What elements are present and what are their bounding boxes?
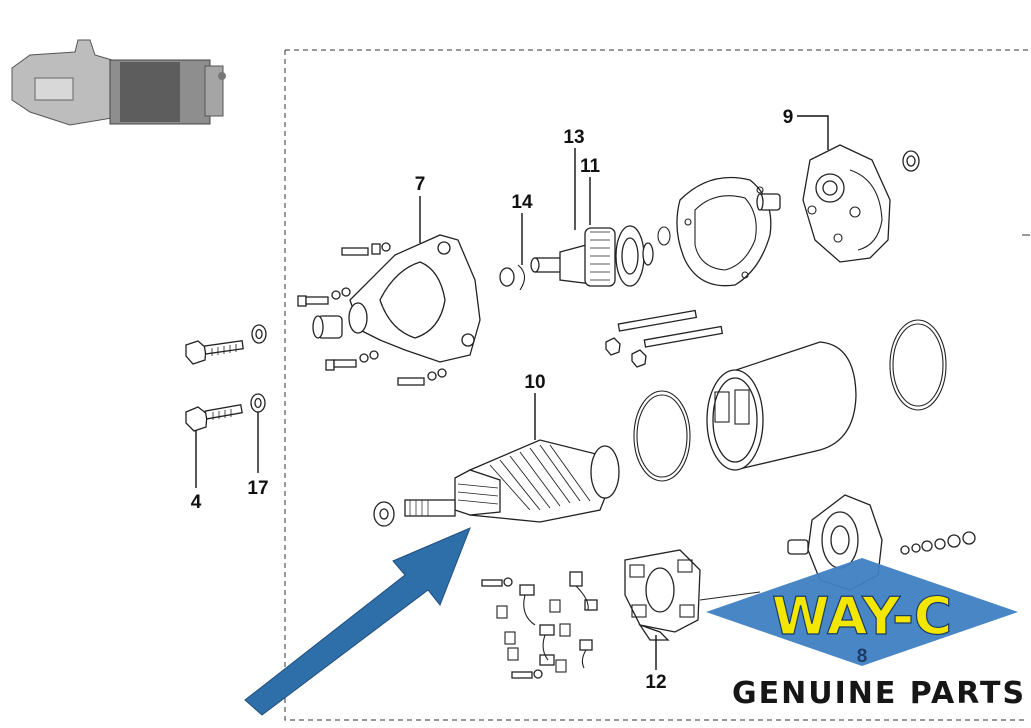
washer-upper — [251, 324, 267, 344]
callout-7: 7 — [415, 174, 426, 195]
pinion-clutch — [530, 225, 671, 287]
callout-17: 17 — [247, 478, 268, 499]
logo-wordmark: WAY-C — [772, 587, 952, 647]
gear-housing — [802, 144, 891, 263]
o-ring-left — [633, 390, 691, 482]
bolt-upper — [185, 340, 244, 365]
callout-9: 9 — [783, 107, 794, 128]
intermediate-plate — [676, 176, 781, 287]
armature — [373, 439, 620, 527]
brush-holder — [624, 549, 761, 641]
callout-10: 10 — [524, 372, 545, 393]
washer-lower — [250, 393, 266, 413]
brushes-springs — [481, 571, 598, 679]
end-nuts-washers — [900, 531, 976, 555]
callout-11: 11 — [580, 156, 601, 177]
through-bolts — [605, 309, 724, 368]
o-ring-right — [889, 319, 947, 411]
starter-motor-thumbnail — [11, 39, 226, 126]
callout-12: 12 — [645, 672, 666, 693]
housing-screws — [297, 242, 447, 386]
arrow-icon — [244, 527, 471, 716]
callout-13: 13 — [563, 127, 584, 148]
yoke-field-frame — [706, 341, 857, 471]
seal-ring — [902, 150, 920, 172]
bolt-lower — [185, 404, 243, 432]
drive-end-housing — [312, 234, 481, 363]
callout-8: 8 — [857, 646, 868, 667]
logo-tagline: GENUINE PARTS — [732, 676, 1027, 711]
brand-logo: WAY-C — [706, 558, 1018, 666]
snap-ring — [499, 264, 526, 291]
callout-14: 14 — [511, 192, 533, 213]
diagram-frame — [284, 49, 1028, 721]
callout-4: 4 — [191, 492, 202, 513]
